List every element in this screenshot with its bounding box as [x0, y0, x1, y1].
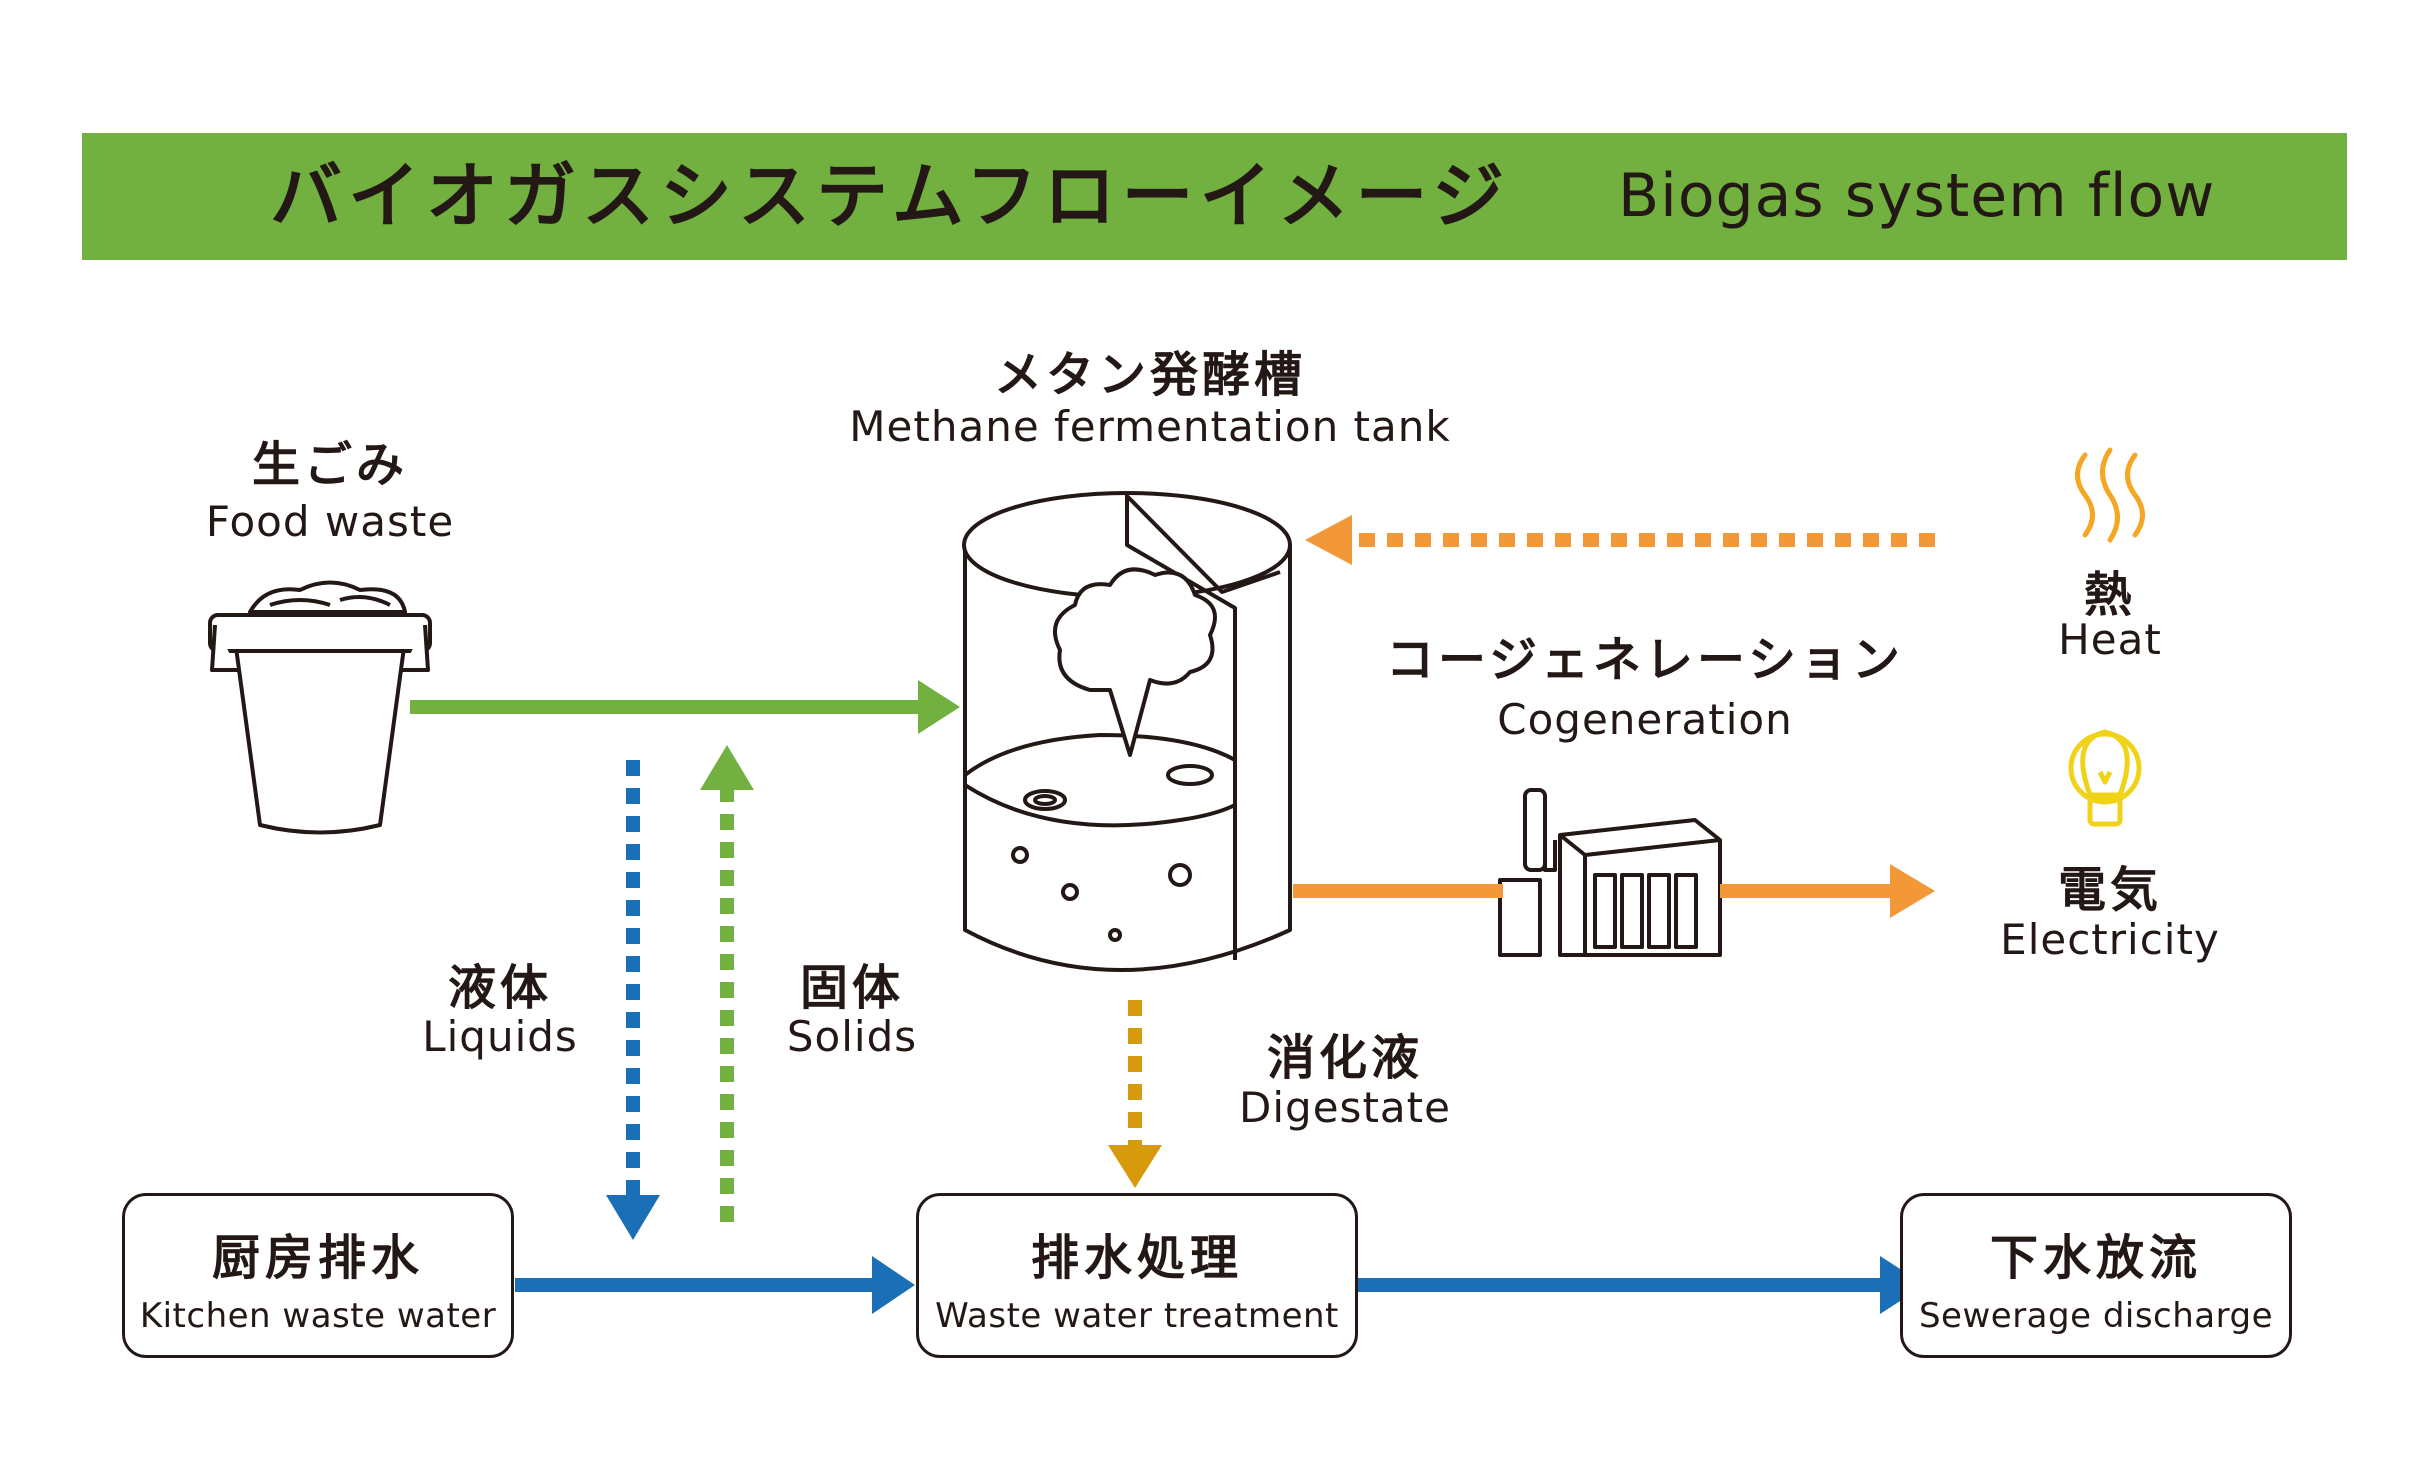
arrow-liquids-down — [606, 760, 660, 1240]
food-waste-bucket-icon — [208, 580, 432, 835]
solids-label-jp: 固体 — [799, 960, 904, 1016]
sewerage-discharge-box: 下水放流 Sewerage discharge — [1900, 1193, 2292, 1358]
electricity-label-jp: 電気 — [2057, 862, 2162, 918]
digestate-label-jp: 消化液 — [1266, 1030, 1423, 1086]
header-banner — [82, 133, 2347, 260]
arrow-tank-to-electricity — [1293, 864, 1935, 918]
arrow-heat-to-tank — [1305, 515, 1935, 565]
arrow-kitchen-to-treatment — [515, 1256, 915, 1314]
solids-label-en: Solids — [786, 1012, 918, 1061]
waste-water-treatment-label-jp: 排水処理 — [1030, 1230, 1243, 1286]
sewerage-discharge-label-jp: 下水放流 — [1989, 1230, 2202, 1286]
arrow-solids-up — [700, 745, 754, 1222]
heat-label-jp: 熱 — [2083, 567, 2136, 623]
arrow-food-to-tank — [410, 680, 960, 734]
waste-water-treatment-box: 排水処理 Waste water treatment — [916, 1193, 1358, 1358]
cogeneration-label-en: Cogeneration — [1497, 695, 1793, 744]
methane-tank-icon — [962, 491, 1292, 972]
sewerage-discharge-label-en: Sewerage discharge — [1918, 1296, 2274, 1336]
heat-icon — [2075, 447, 2145, 543]
liquids-label-jp: 液体 — [447, 960, 552, 1016]
page-title-en: Biogas system flow — [1618, 161, 2216, 231]
cogeneration-plant-icon — [1498, 788, 1722, 957]
kitchen-waste-water-label-en: Kitchen waste water — [139, 1296, 497, 1336]
digestate-label-en: Digestate — [1239, 1083, 1451, 1132]
waste-water-treatment-label-en: Waste water treatment — [935, 1296, 1339, 1336]
food-waste-label-jp: 生ごみ — [251, 437, 408, 493]
arrow-treatment-to-sewerage — [1358, 1256, 1925, 1314]
tank-label-jp: メタン発酵槽 — [993, 347, 1306, 403]
food-waste-label-en: Food waste — [205, 497, 455, 546]
light-bulb-icon — [2068, 729, 2142, 827]
page-title-jp: バイオガスシステムフローイメージ — [270, 154, 1511, 238]
kitchen-waste-water-box: 厨房排水 Kitchen waste water — [122, 1193, 514, 1358]
electricity-label-en: Electricity — [2000, 915, 2220, 964]
heat-label-en: Heat — [2058, 615, 2162, 664]
kitchen-waste-water-label-jp: 厨房排水 — [211, 1230, 424, 1286]
cogeneration-label-jp: コージェネレーション — [1385, 632, 1905, 688]
arrow-digestate-down — [1108, 1000, 1162, 1188]
tank-label-en: Methane fermentation tank — [849, 402, 1451, 451]
liquids-label-en: Liquids — [422, 1012, 578, 1061]
